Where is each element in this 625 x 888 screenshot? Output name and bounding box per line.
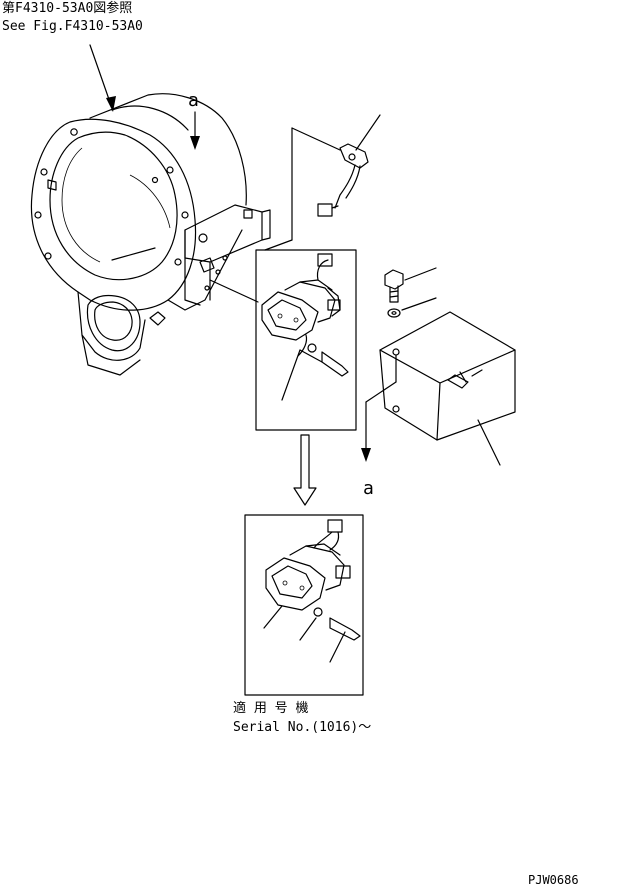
ref-note-en: See Fig.F4310-53A0 — [2, 19, 143, 34]
cover-box — [365, 311, 516, 466]
detail-box-lower — [244, 514, 364, 696]
washer-right — [387, 297, 437, 318]
view-arrow-lower — [361, 401, 371, 462]
ref-note-jp: 第F4310-53A0図参照 — [2, 0, 132, 16]
detail-box-upper — [255, 249, 357, 431]
serial-note-en: Serial No.(1016)～ — [233, 720, 371, 735]
flywheel-housing — [30, 93, 271, 376]
view-marker-a-lower: a — [363, 478, 374, 499]
view-arrow-upper — [190, 111, 200, 150]
transition-arrow — [293, 434, 317, 506]
ref-leader — [89, 44, 116, 112]
sensor-assembly-upper — [261, 253, 349, 401]
serial-note-jp: 適 用 号 機 — [233, 700, 308, 716]
bolt-right — [384, 267, 437, 303]
harness-connector-upper — [264, 114, 381, 251]
view-marker-a-upper: a — [188, 90, 199, 111]
drawing-id: PJW0686 — [528, 873, 579, 887]
sensor-assembly-lower — [263, 519, 361, 663]
